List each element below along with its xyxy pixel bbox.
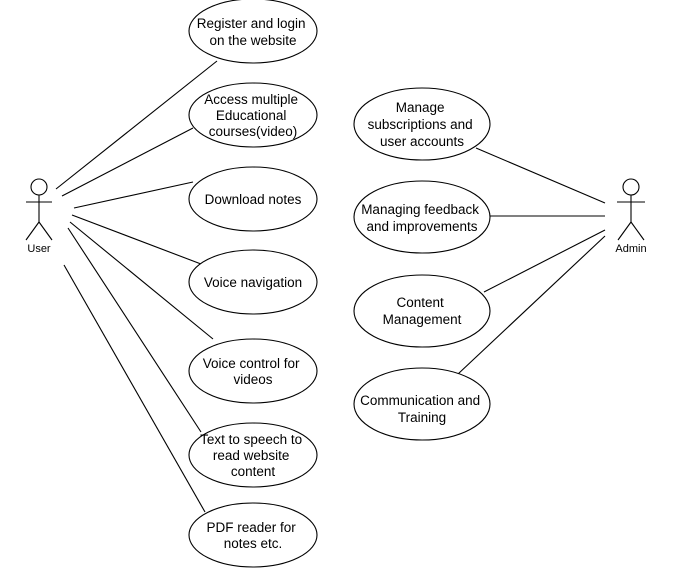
use-case-voice-navigation: Voice navigation bbox=[188, 249, 318, 315]
user-actor-right-leg bbox=[38, 221, 53, 241]
use-case-text-to-speech: Text to speech to read website content bbox=[188, 422, 318, 488]
assoc-user-voice-navigation bbox=[71, 214, 202, 265]
user-actor: User bbox=[25, 178, 53, 255]
use-case-label-line: on the website bbox=[209, 33, 296, 48]
use-case-label-line: Register and login bbox=[197, 16, 306, 31]
use-case-label-line: Educational bbox=[216, 108, 287, 123]
use-case-label-line: Managing feedback bbox=[361, 202, 479, 217]
use-case-ellipse bbox=[188, 166, 318, 232]
use-case-label: Voice navigation bbox=[204, 275, 302, 290]
use-case-ellipse bbox=[188, 82, 318, 148]
use-case-label-line: Text to speech to bbox=[200, 432, 302, 447]
assoc-admin-communication-training bbox=[457, 235, 606, 375]
use-case-label: PDF reader for notes etc. bbox=[206, 520, 299, 551]
use-case-label: Text to speech to read website content bbox=[200, 432, 306, 479]
assoc-admin-manage-subscriptions bbox=[475, 147, 606, 204]
user-actor-head bbox=[30, 178, 48, 196]
use-case-label: Download notes bbox=[205, 192, 302, 207]
assoc-user-download-notes bbox=[73, 181, 194, 209]
use-case-label-line: Voice control for bbox=[203, 356, 300, 371]
use-case-ellipse bbox=[188, 422, 318, 488]
use-case-label-line: videos bbox=[233, 372, 272, 387]
user-associations bbox=[55, 60, 218, 513]
use-case-label-line: Content bbox=[396, 295, 444, 310]
use-case-label: Managing feedback and improvements bbox=[361, 202, 483, 234]
use-case-label-line: Download notes bbox=[205, 192, 302, 207]
use-case-managing-feedback: Managing feedback and improvements bbox=[353, 180, 491, 254]
use-case-label-line: Management bbox=[383, 312, 462, 327]
use-case-content-management: Content Management bbox=[353, 274, 491, 348]
use-case-label-line: Manage bbox=[396, 100, 445, 115]
admin-actor: Admin bbox=[615, 178, 647, 255]
use-case-ellipse bbox=[353, 274, 491, 348]
use-case-label: Register and login on the website bbox=[197, 16, 310, 48]
use-case-label-line: courses(video) bbox=[209, 124, 298, 139]
assoc-user-register-login bbox=[55, 60, 218, 190]
use-case-register-login: Register and login on the website bbox=[188, 0, 318, 64]
use-case-ellipse bbox=[188, 0, 318, 64]
use-case-label: Voice control for videos bbox=[203, 356, 304, 387]
use-case-label-line: notes etc. bbox=[224, 536, 283, 551]
use-case-label-line: user accounts bbox=[380, 134, 464, 149]
use-case-label-line: Training bbox=[398, 410, 446, 425]
use-case-ellipse bbox=[188, 338, 318, 404]
use-case-label: Communication and Training bbox=[360, 393, 484, 425]
use-case-label-line: content bbox=[231, 464, 276, 479]
use-case-ellipse bbox=[188, 502, 318, 568]
assoc-user-text-to-speech bbox=[67, 227, 202, 433]
use-case-label: Content Management bbox=[383, 295, 462, 327]
use-case-ellipse bbox=[353, 87, 491, 161]
user-actor-label: User bbox=[27, 243, 51, 255]
assoc-user-voice-control-videos bbox=[69, 221, 214, 340]
use-case-label: Manage subscriptions and user accounts bbox=[368, 100, 477, 149]
use-case-label-line: and improvements bbox=[366, 219, 477, 234]
user-actor-left-leg bbox=[25, 221, 40, 241]
use-case-download-notes: Download notes bbox=[188, 166, 318, 232]
use-case-voice-control-videos: Voice control for videos bbox=[188, 338, 318, 404]
admin-actor-head bbox=[622, 178, 640, 196]
assoc-admin-content-management bbox=[483, 229, 606, 293]
use-case-access-courses: Access multiple Educational courses(vide… bbox=[188, 82, 318, 148]
use-case-label-line: Access multiple bbox=[204, 92, 298, 107]
use-case-ellipse bbox=[353, 367, 491, 441]
use-case-label: Access multiple Educational courses(vide… bbox=[204, 92, 302, 139]
admin-actor-left-leg bbox=[617, 221, 632, 241]
assoc-user-pdf-reader bbox=[63, 264, 206, 513]
use-case-label-line: Voice navigation bbox=[204, 275, 302, 290]
use-case-label-line: Communication and bbox=[360, 393, 480, 408]
assoc-user-access-courses bbox=[61, 127, 194, 197]
use-case-label-line: subscriptions and bbox=[368, 117, 473, 132]
use-case-communication-training: Communication and Training bbox=[353, 367, 491, 441]
use-case-pdf-reader: PDF reader for notes etc. bbox=[188, 502, 318, 568]
use-case-label-line: PDF reader for bbox=[206, 520, 296, 535]
admin-actor-label: Admin bbox=[615, 243, 646, 255]
admin-associations bbox=[457, 147, 606, 375]
use-case-ellipse bbox=[353, 180, 491, 254]
use-case-label-line: read website bbox=[213, 448, 290, 463]
admin-actor-right-leg bbox=[630, 221, 645, 241]
use-case-manage-subscriptions: Manage subscriptions and user accounts bbox=[353, 87, 491, 161]
use-case-ellipse bbox=[188, 249, 318, 315]
